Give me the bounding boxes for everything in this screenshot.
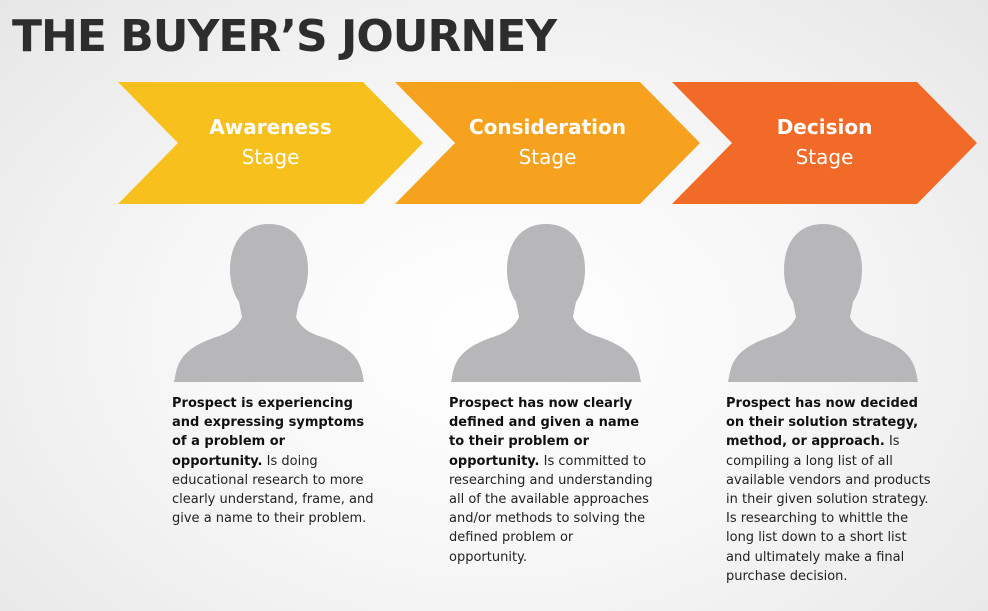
stage-consideration-shape — [395, 82, 700, 204]
stage-awareness-shape — [118, 82, 423, 204]
persona-decision-shape — [728, 224, 918, 382]
stage-awareness-fill — [118, 82, 423, 204]
stage-consideration-name: Consideration — [468, 115, 627, 139]
person-silhouette-icon — [174, 222, 364, 382]
stage-decision-name: Decision — [776, 115, 873, 139]
stage-awareness-name: Awareness — [209, 115, 332, 139]
stage-decision-shape — [672, 82, 977, 204]
persona-awareness-shape — [174, 224, 364, 382]
person-silhouette-icon — [451, 222, 641, 382]
stage-awareness-label: Awareness Stage — [118, 112, 423, 172]
stage-band: Awareness Stage Consideration Stage Deci… — [118, 82, 978, 204]
stage-decision-arrow: Decision Stage — [672, 82, 977, 204]
stage-decision-sub: Stage — [795, 145, 854, 169]
persona-consideration-shape — [451, 224, 641, 382]
stage-decision-description: Prospect has now decided on their soluti… — [726, 394, 931, 586]
stage-consideration-fill — [395, 82, 700, 204]
stage-consideration-sub: Stage — [518, 145, 577, 169]
stage-consideration-arrow: Consideration Stage — [395, 82, 700, 204]
stage-consideration-lead: Prospect has now clearly defined and giv… — [449, 396, 640, 469]
stage-awareness-description: Prospect is experiencing and expressing … — [172, 394, 377, 528]
stage-decision-lead: Prospect has now decided on their soluti… — [726, 396, 919, 450]
stage-awareness-arrow: Awareness Stage — [118, 82, 423, 204]
stage-decision-label: Decision Stage — [672, 112, 977, 172]
stage-decision-body: Is compiling a long list of all availabl… — [726, 434, 931, 584]
stage-awareness-sub: Stage — [241, 145, 300, 169]
stage-consideration-body: Is committed to researching and understa… — [449, 453, 653, 565]
page-title: THE BUYER’S JOURNEY — [12, 11, 557, 62]
person-silhouette-icon — [728, 222, 918, 382]
stage-consideration-label: Consideration Stage — [395, 112, 700, 172]
stage-consideration-description: Prospect has now clearly defined and giv… — [449, 394, 654, 567]
stage-awareness-lead: Prospect is experiencing and expressing … — [172, 396, 365, 469]
stage-decision-fill — [672, 82, 977, 204]
stage-awareness-body: Is doing educational research to more cl… — [172, 453, 374, 527]
